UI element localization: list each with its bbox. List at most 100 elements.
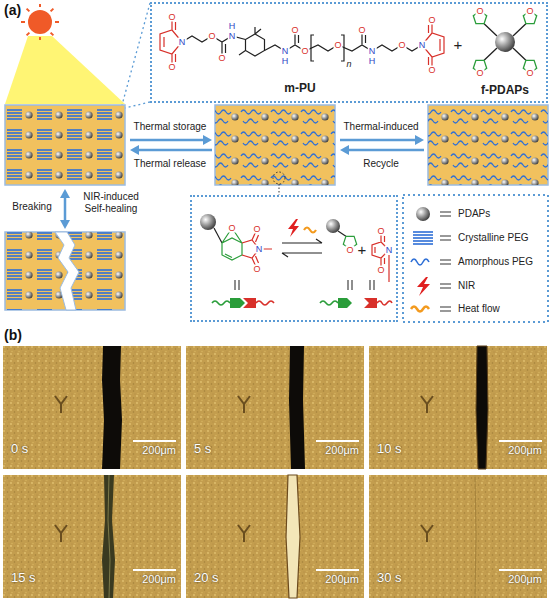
legend-sample — [411, 207, 451, 312]
legend-sample — [413, 243, 433, 245]
process-arrow — [415, 135, 424, 145]
process-arrow — [60, 189, 70, 198]
m-pu-structure — [311, 35, 344, 61]
molecule-name: f-PDAPs — [481, 84, 529, 96]
legend-text: Heat flow — [458, 304, 500, 314]
reaction-scheme — [212, 301, 230, 305]
legend-sample — [440, 263, 451, 264]
arrow-label: Recycle — [363, 159, 399, 169]
reaction-scheme — [377, 301, 392, 305]
micrograph — [316, 569, 359, 571]
atom-label: N — [281, 47, 290, 56]
atom-label: O — [252, 225, 261, 234]
atom-label: N — [368, 47, 377, 56]
micrograph — [3, 346, 181, 469]
zoom-line — [125, 102, 150, 108]
reaction-scheme — [243, 298, 256, 308]
process-arrow — [130, 145, 139, 155]
zoom-line — [122, 3, 150, 108]
process-arrow — [340, 139, 416, 142]
reaction-scheme — [235, 280, 374, 290]
legend-sample — [411, 259, 429, 265]
scale-label: 200μm — [142, 574, 176, 585]
reaction-scheme — [200, 214, 392, 308]
m-pu-structure — [160, 17, 444, 70]
process-arrow — [64, 197, 67, 221]
atom-label: O — [167, 13, 176, 22]
scale-label: 200μm — [508, 574, 542, 585]
zoom-circle — [273, 172, 285, 184]
micrograph — [289, 346, 305, 469]
repeat-index: n — [345, 60, 352, 69]
micrograph-panel: 5 s200μm — [186, 346, 364, 469]
time-label: 15 s — [11, 571, 36, 584]
micrograph-panel: 10 s200μm — [369, 346, 547, 469]
micrograph — [369, 475, 547, 598]
atom-label: O — [427, 66, 436, 75]
arrow-label: Thermal release — [134, 159, 206, 169]
legend-sample — [440, 239, 451, 240]
micrograph — [369, 475, 547, 598]
legend-text: Crystalline PEG — [458, 233, 529, 243]
reaction-scheme — [288, 219, 299, 237]
crack-shape — [55, 232, 79, 310]
legend-sample — [411, 307, 429, 312]
micrograph — [186, 346, 364, 469]
atom-label: O — [300, 47, 309, 56]
reaction-scheme — [326, 219, 340, 233]
material-block — [428, 105, 548, 185]
reaction-scheme — [222, 228, 242, 260]
micrograph — [186, 475, 364, 598]
structure-box: m-PU+f-PDAPsONOOONHNHOOOnONHONOOOOOO — [150, 2, 548, 103]
reaction-scheme — [338, 298, 352, 308]
reaction-scheme — [242, 229, 272, 269]
micrograph — [186, 346, 364, 469]
atom-label: O — [217, 54, 226, 63]
f-pdaps-structure — [495, 32, 515, 52]
atom-label: N — [178, 38, 187, 47]
process-arrow — [203, 135, 212, 145]
atom-label: N — [255, 245, 264, 254]
micrograph — [499, 440, 542, 442]
sun-icon — [39, 4, 41, 7]
crack-shape — [55, 232, 79, 310]
micrograph — [421, 396, 433, 413]
legend-sample — [440, 212, 451, 311]
time-label: 5 s — [194, 442, 211, 455]
legend-sample — [416, 207, 430, 221]
material-block — [215, 105, 335, 185]
legend-box — [403, 195, 548, 322]
zoom-circle — [279, 184, 280, 195]
legend-sample — [413, 231, 433, 233]
micrograph — [476, 346, 488, 469]
reaction-scheme — [256, 301, 274, 305]
legend-sample — [413, 237, 433, 239]
material-block — [5, 105, 125, 185]
reaction-scheme — [304, 228, 316, 233]
atom-label: O — [207, 32, 216, 41]
legend-sample — [440, 215, 451, 216]
atom-label: N — [418, 41, 427, 50]
material-block — [215, 105, 335, 185]
atom-label: O — [167, 63, 176, 72]
process-arrow — [60, 220, 70, 229]
material-block — [5, 105, 125, 185]
material-block — [5, 105, 548, 310]
process-arrow — [60, 135, 424, 229]
legend-sample — [417, 277, 430, 296]
reaction-box: OONOO+ONO — [190, 195, 398, 322]
reaction-scheme — [372, 231, 389, 282]
legend-sample — [413, 232, 433, 244]
atom-label: O — [525, 69, 534, 78]
sunlight-beam — [5, 36, 125, 104]
sun-icon — [27, 9, 30, 12]
micrograph — [108, 475, 110, 598]
sun-icon — [27, 33, 30, 36]
legend-box — [403, 195, 548, 322]
plus-sign: + — [358, 242, 367, 257]
legend-sample — [440, 259, 451, 260]
micrograph — [286, 475, 300, 598]
time-label: 30 s — [377, 571, 402, 584]
atom-label: O — [427, 16, 436, 25]
atom-label: O — [252, 265, 261, 274]
